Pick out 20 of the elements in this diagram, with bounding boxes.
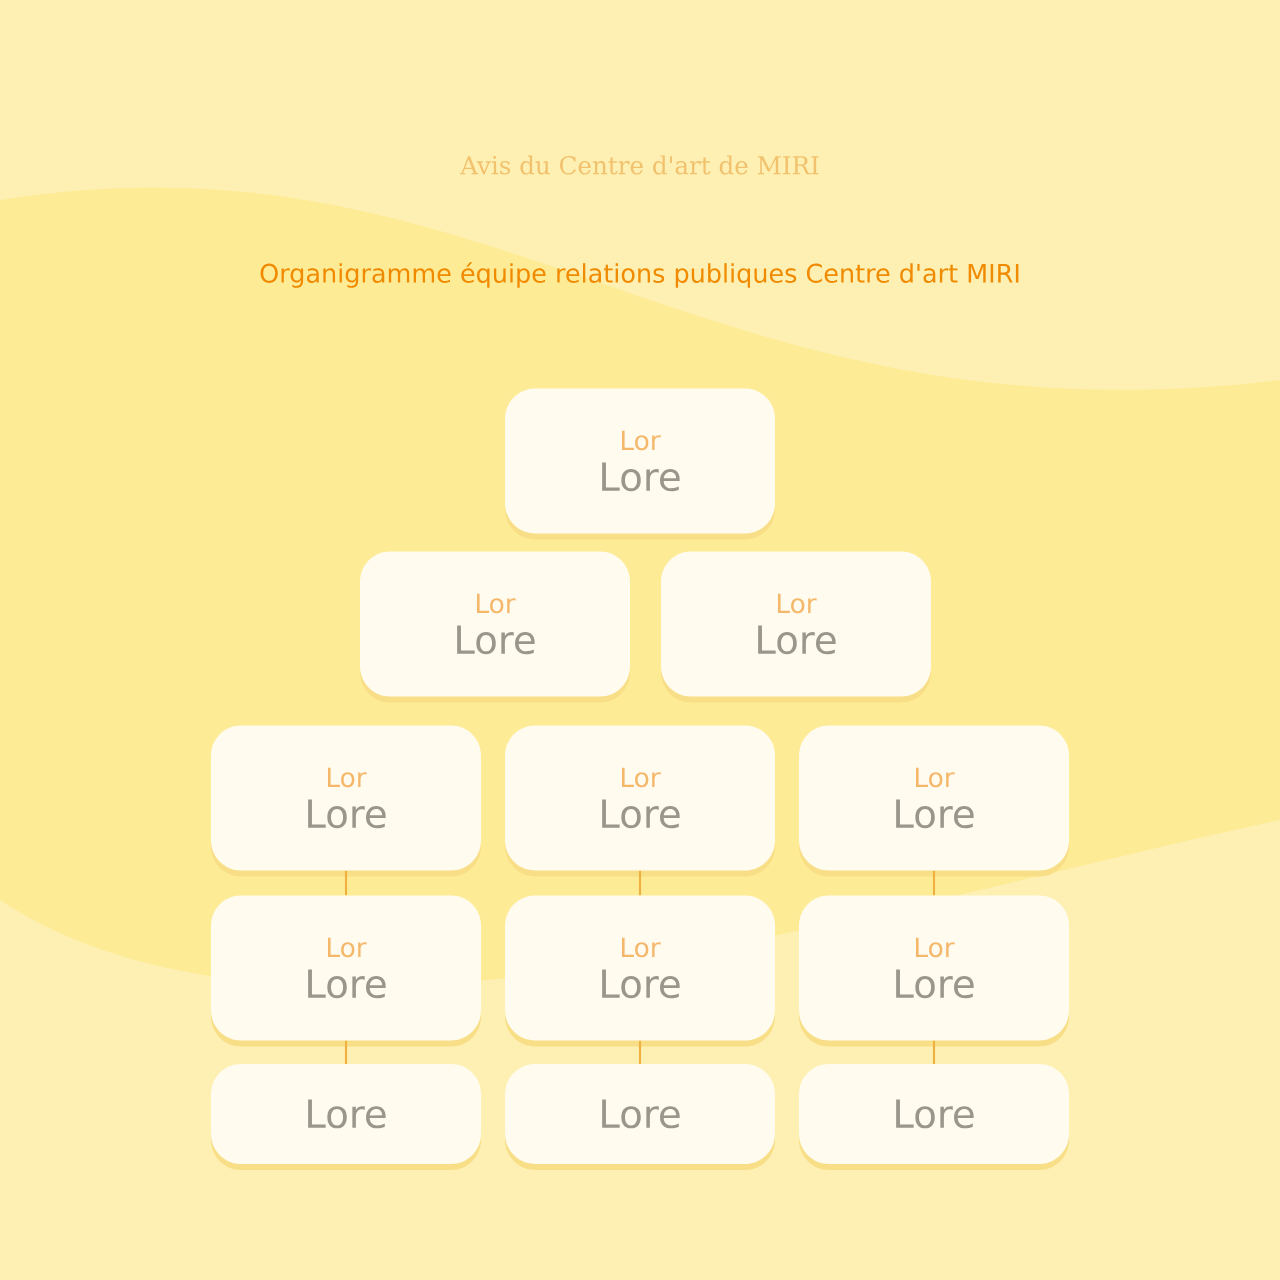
org-box: Lore xyxy=(211,1064,481,1164)
org-box: Lor Lore xyxy=(211,895,481,1041)
org-box: Lor Lore xyxy=(505,725,775,871)
connector-line xyxy=(932,870,936,896)
connector-line xyxy=(344,1040,348,1064)
org-box: Lor Lore xyxy=(505,388,775,534)
connector-line xyxy=(638,1040,642,1064)
org-box: Lore xyxy=(505,1064,775,1164)
org-box: Lor Lore xyxy=(360,551,630,697)
connector-line xyxy=(638,870,642,896)
title: Organigramme équipe relations publiques Centre d'art MIRI xyxy=(260,262,1019,288)
org-box: Lor Lore xyxy=(799,725,1069,871)
org-box: Lor Lore xyxy=(211,725,481,871)
connector-line xyxy=(932,1040,936,1064)
org-box: Lor Lore xyxy=(799,895,1069,1041)
connector-line xyxy=(344,870,348,896)
org-box: Lore xyxy=(799,1064,1069,1164)
org-box: Lor Lore xyxy=(661,551,931,697)
arc-heading: Avis du Centre d'art de MIRI xyxy=(460,155,819,175)
org-box: Lor Lore xyxy=(505,895,775,1041)
